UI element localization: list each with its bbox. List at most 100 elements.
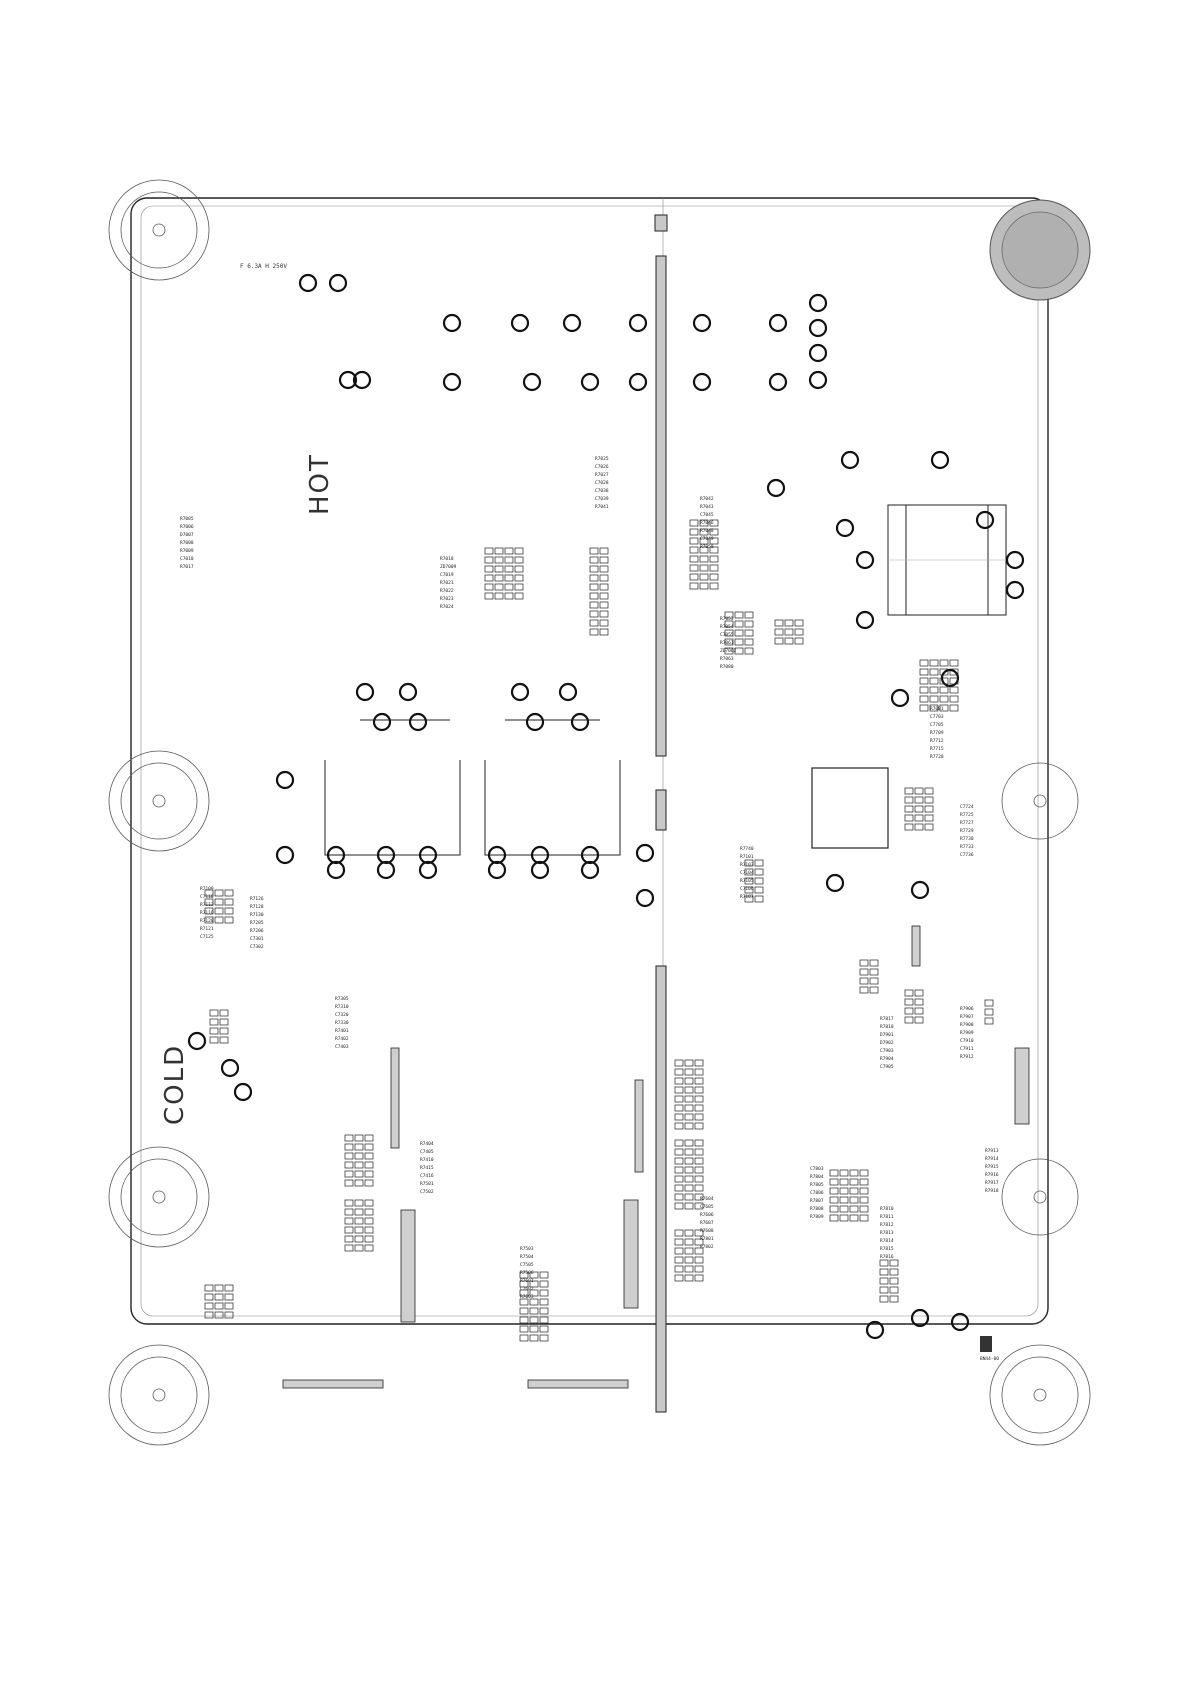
smd-pad	[224, 1302, 234, 1310]
component-ref-label: C7416	[420, 1173, 434, 1179]
smd-pad	[904, 787, 914, 795]
component-ref-label: C7602	[520, 1286, 534, 1292]
fuse-rating-label: F 6.3A H 250V	[240, 263, 287, 270]
heatsink-small	[655, 789, 667, 831]
smd-pad	[224, 1293, 234, 1301]
smd-pad	[344, 1161, 354, 1169]
net-label-12v: R7913	[985, 1148, 999, 1154]
smd-pad	[519, 1316, 529, 1324]
smd-pad	[519, 1289, 529, 1297]
smd-pad	[734, 620, 744, 628]
component-ref-label: C7806	[810, 1190, 824, 1196]
smd-pad	[674, 1175, 684, 1183]
smd-pad	[599, 601, 609, 609]
component-ref-label: C7302	[250, 944, 264, 950]
smd-pad	[859, 1178, 869, 1186]
smd-pad	[744, 886, 754, 894]
mount-hole-mid-left	[108, 750, 210, 852]
smd-pad	[904, 823, 914, 831]
smd-pad	[674, 1095, 684, 1103]
smd-pad	[914, 1007, 924, 1015]
component-ref-label: R7126	[250, 896, 264, 902]
component-ref-label: R7023	[440, 596, 454, 602]
net-label-gnd: R7914	[985, 1156, 999, 1162]
component-ref-label: R7802	[700, 1244, 714, 1250]
smd-pad	[589, 583, 599, 591]
smd-pad	[364, 1235, 374, 1243]
smd-pad	[539, 1271, 549, 1279]
component-ref-label: R7720	[930, 754, 944, 760]
smd-pad	[684, 1059, 694, 1067]
component-ref-label: R7607	[700, 1220, 714, 1226]
component-ref-label: C7803	[810, 1166, 824, 1172]
smd-pad	[694, 1175, 704, 1183]
smd-pad	[684, 1139, 694, 1147]
smd-pad	[919, 686, 929, 694]
smd-pad	[209, 1027, 219, 1035]
smd-pad	[694, 1086, 704, 1094]
through-hole-pad-21	[398, 682, 418, 702]
smd-pad	[504, 565, 514, 573]
smd-pad	[794, 628, 804, 636]
component-ref-label: R7908	[960, 1022, 974, 1028]
smd-pad	[694, 1274, 704, 1282]
smd-pad	[724, 620, 734, 628]
component-ref-label: R7330	[335, 1020, 349, 1026]
smd-pad	[699, 555, 709, 563]
smd-pad	[694, 1184, 704, 1192]
smd-pad	[354, 1170, 364, 1178]
smd-pad	[849, 1178, 859, 1186]
smd-pad	[869, 986, 879, 994]
smd-pad	[904, 1007, 914, 1015]
component-ref-label: R7504	[520, 1254, 534, 1260]
smd-pad	[674, 1193, 684, 1201]
component-ref-label: R7909	[960, 1030, 974, 1036]
smd-pads	[204, 519, 994, 1342]
smd-pad	[724, 638, 734, 646]
smd-pad	[859, 1169, 869, 1177]
component-ref-label: R7808	[810, 1206, 824, 1212]
smd-pad	[589, 592, 599, 600]
smd-pad	[774, 619, 784, 627]
smd-pad	[939, 695, 949, 703]
pcb-code-label: BN44-00	[980, 1356, 999, 1362]
smd-pad	[694, 1157, 704, 1165]
smd-pad	[344, 1244, 354, 1252]
through-hole-pad-44	[1005, 580, 1025, 600]
through-hole-pad-8	[442, 372, 462, 392]
cold-zone-label: COLD	[160, 1043, 190, 1125]
net-label-acdet: R7917	[985, 1180, 999, 1186]
smd-pad	[939, 686, 949, 694]
smd-pad	[839, 1196, 849, 1204]
smd-pad	[599, 619, 609, 627]
smd-pad	[589, 610, 599, 618]
smd-pad	[354, 1244, 364, 1252]
component-ref-label: C7039	[595, 496, 609, 502]
component-ref-label: R7305	[335, 996, 349, 1002]
smd-pad	[694, 1104, 704, 1112]
component-ref-label: C7038	[595, 488, 609, 494]
smd-pad	[929, 677, 939, 685]
component-ref-label: R7904	[880, 1056, 894, 1062]
smd-pad	[734, 638, 744, 646]
through-hole-pad-22	[510, 682, 530, 702]
component-ref-label: R7729	[960, 828, 974, 834]
mount-hole-bottom-right	[989, 1344, 1091, 1446]
through-hole-pad-18	[692, 372, 712, 392]
through-hole-pad-26	[525, 712, 545, 732]
component-ref-label: R7101	[740, 854, 754, 860]
component-ref-label: R7048	[700, 528, 714, 534]
smd-pad	[744, 620, 754, 628]
smd-pad	[784, 619, 794, 627]
smd-pad	[674, 1256, 684, 1264]
component-ref-label: R7730	[960, 836, 974, 842]
smd-pad	[924, 796, 934, 804]
component-ref-label: R7107	[740, 894, 754, 900]
smd-pad	[344, 1235, 354, 1243]
component-ref-label: R7603	[520, 1294, 534, 1300]
heatsink-secondary	[655, 965, 667, 1413]
component-ref-label: C7045	[700, 512, 714, 518]
smd-pad	[494, 574, 504, 582]
smd-pad	[344, 1217, 354, 1225]
smd-pad	[919, 668, 929, 676]
